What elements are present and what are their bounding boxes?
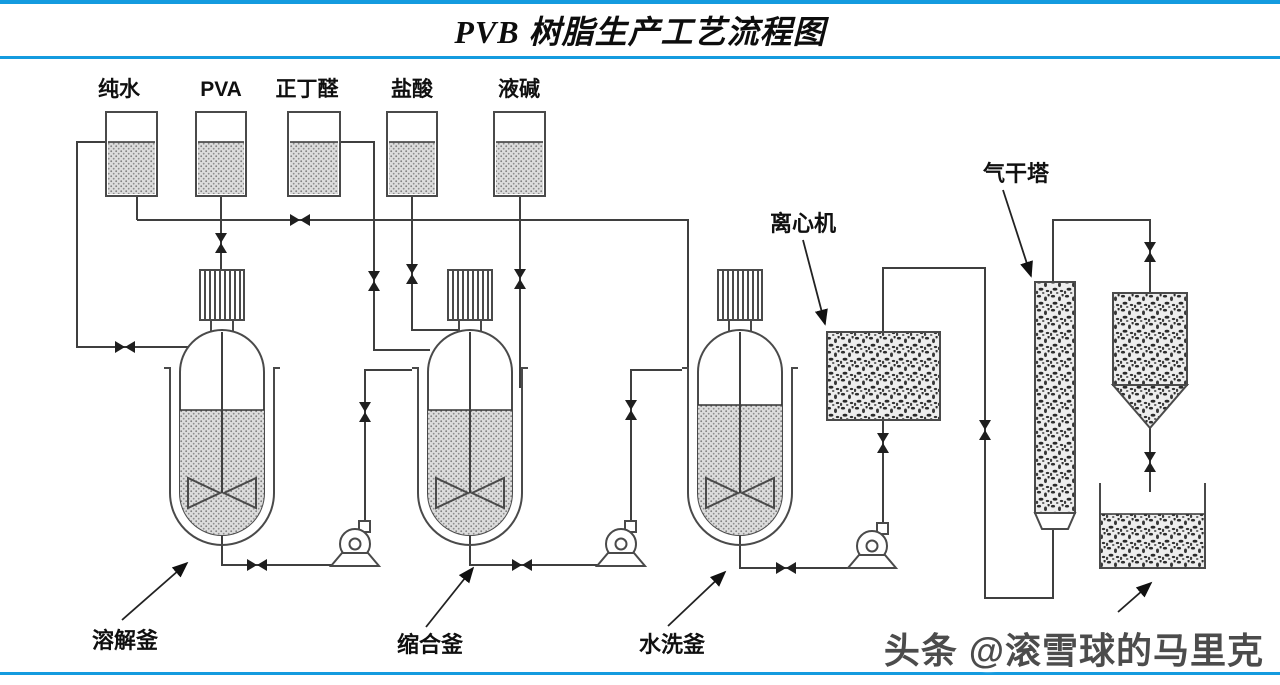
agitator-motor-icon (447, 269, 493, 321)
impeller-icon (739, 476, 775, 510)
pipe-purewater-to-washer (137, 219, 689, 373)
valve-icon (406, 264, 418, 284)
reactor-jacket (164, 367, 280, 546)
watermark: 头条 @滚雪球的马里克 (883, 630, 1264, 671)
valve-icon (368, 271, 380, 291)
centrifuge (826, 331, 941, 421)
pump-base (328, 552, 382, 567)
valve-icon (290, 214, 310, 226)
feed-tanks: 纯水 PVA 正丁醛 盐酸 液碱 (98, 77, 546, 197)
reactor-label-washer: 水洗釜 (639, 632, 706, 657)
valve-icon (514, 269, 526, 289)
valve-icon (215, 233, 227, 253)
valve-icon (979, 420, 991, 440)
impeller-icon (221, 476, 257, 510)
valve-icon (1144, 452, 1156, 472)
impeller-icon (187, 476, 223, 510)
feed-tank-label: 盐酸 (391, 77, 434, 101)
annotation-arrow (1117, 581, 1153, 613)
annotations: 溶解釜 缩合釜 水洗釜 离心机 气干塔 (92, 161, 1153, 657)
valve-icon (776, 562, 796, 574)
valve-icon (115, 341, 135, 353)
product-tank (1099, 483, 1206, 569)
feed-tank-label: 纯水 (98, 77, 141, 101)
feed-tank-butyraldehyde (287, 111, 341, 197)
title-divider (0, 56, 1280, 59)
impeller-icon (469, 476, 505, 510)
air-drying-tower (1033, 281, 1077, 530)
page-title: PVB 树脂生产工艺流程图 (454, 14, 826, 50)
pump-base (594, 552, 648, 567)
feed-tank-label: 正丁醛 (276, 78, 340, 101)
pipe-hcl-feed (411, 197, 460, 331)
pipe-centrifuge-to-tower (882, 267, 1054, 599)
tower-bottom-cone (1033, 512, 1077, 530)
reactor-dissolver (164, 269, 280, 546)
cyclone-hopper (1110, 292, 1190, 430)
pump-3 (845, 522, 899, 569)
feed-tank-hcl (386, 111, 438, 197)
pipe-condenser-outlet (469, 535, 606, 566)
annotation-arrow (1002, 189, 1033, 278)
centrifuge-label: 离心机 (770, 211, 836, 236)
reactor-condenser (412, 269, 528, 546)
impeller-icon (435, 476, 471, 510)
reactor-label-condenser: 缩合釜 (397, 632, 464, 657)
bottom-divider (0, 672, 1280, 675)
annotation-arrow (667, 570, 727, 627)
agitator-motor-icon (717, 269, 763, 321)
valve-icon (625, 400, 637, 420)
annotation-arrow (121, 561, 189, 621)
pipe-pump2-discharge (630, 369, 682, 521)
reactor-jacket (682, 367, 798, 546)
pipe-pump1-discharge (364, 369, 412, 521)
impeller-icon (705, 476, 741, 510)
valve-icon (359, 402, 371, 422)
pipe-dissolver-outlet (221, 535, 340, 566)
reactor-washer (682, 269, 798, 546)
annotation-arrow (802, 239, 828, 326)
annotation-arrow (425, 566, 475, 628)
pipe-washer-outlet (739, 535, 857, 569)
feed-tank-label: 液碱 (498, 77, 540, 101)
valve-icon (877, 433, 889, 453)
valve-icon (1144, 242, 1156, 262)
feed-tank-purewater (105, 111, 158, 197)
feed-tank-label: PVA (200, 78, 242, 101)
feed-tank-pva (195, 111, 247, 197)
pump-2 (594, 520, 648, 567)
pump-base (845, 554, 899, 569)
valve-icon (247, 559, 267, 571)
feed-tank-caustic (493, 111, 546, 197)
reactor-jacket (412, 367, 528, 546)
agitator-motor-icon (199, 269, 245, 321)
top-divider (0, 0, 1280, 4)
pump-1 (328, 520, 382, 567)
reactor-label-dissolver: 溶解釜 (92, 628, 159, 653)
drying-tower-label: 气干塔 (982, 161, 1050, 186)
valve-icon (512, 559, 532, 571)
pipe-butyraldehyde-feed (340, 141, 430, 351)
